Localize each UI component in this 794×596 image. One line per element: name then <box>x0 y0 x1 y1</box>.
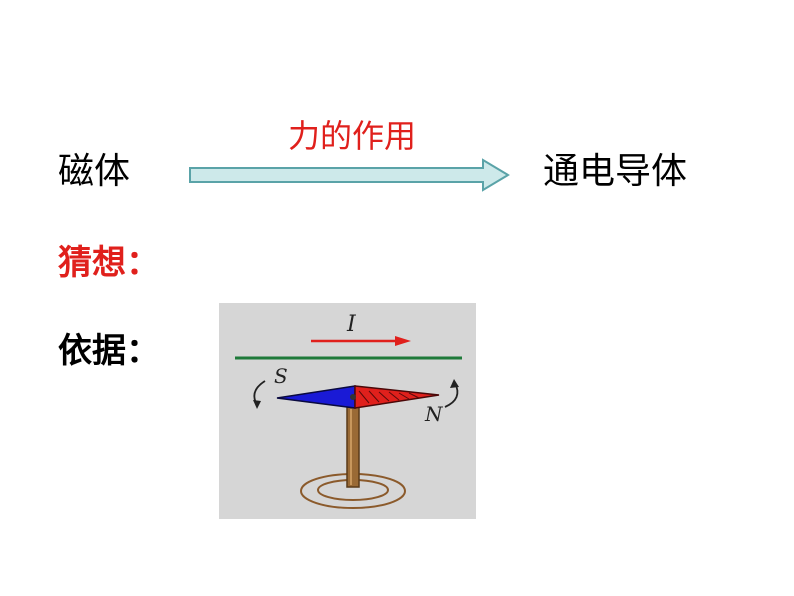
oersted-experiment-figure: I S N <box>219 303 476 519</box>
magnet-label: 磁体 <box>58 154 130 190</box>
conductor-label: 通电导体 <box>543 154 687 190</box>
current-arrowhead <box>395 336 411 346</box>
current-label: I <box>346 312 357 337</box>
north-pole-label: N <box>424 402 444 426</box>
stand-post <box>347 407 359 487</box>
needle-south-half <box>277 386 355 408</box>
south-pole-label: S <box>274 364 288 388</box>
needle-pivot <box>350 394 356 400</box>
guess-prompt: 猜想： <box>58 246 160 280</box>
force-relation-label: 力的作用 <box>288 120 416 152</box>
basis-prompt: 依据： <box>58 334 160 368</box>
force-arrow <box>188 158 514 192</box>
